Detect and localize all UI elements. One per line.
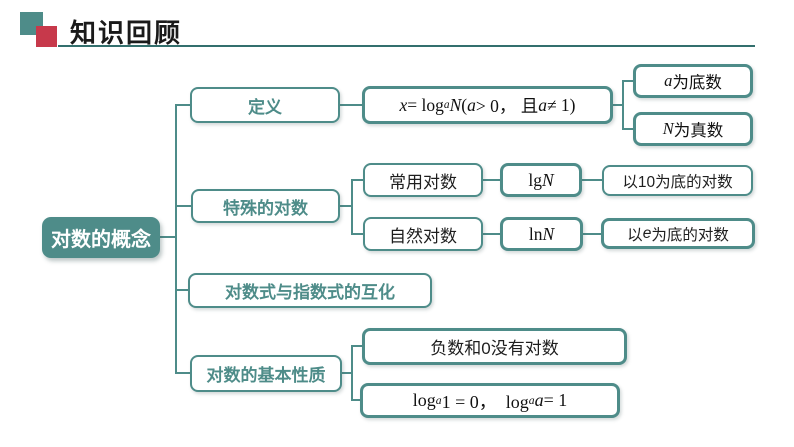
ln-formula: ln N xyxy=(500,217,583,251)
connector-common-lg xyxy=(483,179,500,181)
branch-basic-properties: 对数的基本性质 xyxy=(190,355,342,392)
connector-properties-out xyxy=(342,372,352,374)
connector-definition-formula xyxy=(340,104,362,106)
connector-root-stub xyxy=(160,236,176,238)
connector-special-subtrunk xyxy=(351,179,353,235)
connector-natural-ln xyxy=(483,233,500,235)
connector-main-trunk xyxy=(175,104,177,374)
connector-argument-stub xyxy=(622,128,633,130)
property-rule-no-log: 负数和0没有对数 xyxy=(362,328,627,365)
connector-ln-baseE xyxy=(583,233,601,235)
connector-definition-subtrunk xyxy=(622,80,624,130)
natural-logarithm-node: 自然对数 xyxy=(363,217,483,251)
title-underline xyxy=(58,45,755,47)
title-red-square-icon xyxy=(36,26,57,47)
argument-note: N 为真数 xyxy=(633,112,753,146)
connector-definition-stub xyxy=(176,104,190,106)
base-note: a 为底数 xyxy=(633,64,753,98)
connector-special-stub xyxy=(176,205,191,207)
base10-description: 以10为底的对数 xyxy=(602,165,753,196)
connector-properties-stub xyxy=(176,372,190,374)
connector-natural-stub xyxy=(351,233,363,235)
connector-special-out xyxy=(340,205,352,207)
branch-definition: 定义 xyxy=(190,87,340,123)
connector-formula-out xyxy=(613,104,623,106)
connector-rule1-stub xyxy=(351,345,362,347)
connector-rule2-stub xyxy=(351,399,360,401)
page-title: 知识回顾 xyxy=(70,18,183,48)
branch-conversion: 对数式与指数式的互化 xyxy=(188,273,432,308)
common-logarithm-node: 常用对数 xyxy=(363,163,483,197)
connector-properties-subtrunk xyxy=(351,345,353,401)
root-node-logarithm-concept: 对数的概念 xyxy=(42,217,160,258)
branch-special-logarithms: 特殊的对数 xyxy=(191,189,340,223)
lg-formula: lg N xyxy=(500,163,582,197)
connector-common-stub xyxy=(351,179,363,181)
connector-lg-base10 xyxy=(582,179,602,181)
connector-conversion-stub xyxy=(176,289,188,291)
connector-base-stub xyxy=(622,80,633,82)
